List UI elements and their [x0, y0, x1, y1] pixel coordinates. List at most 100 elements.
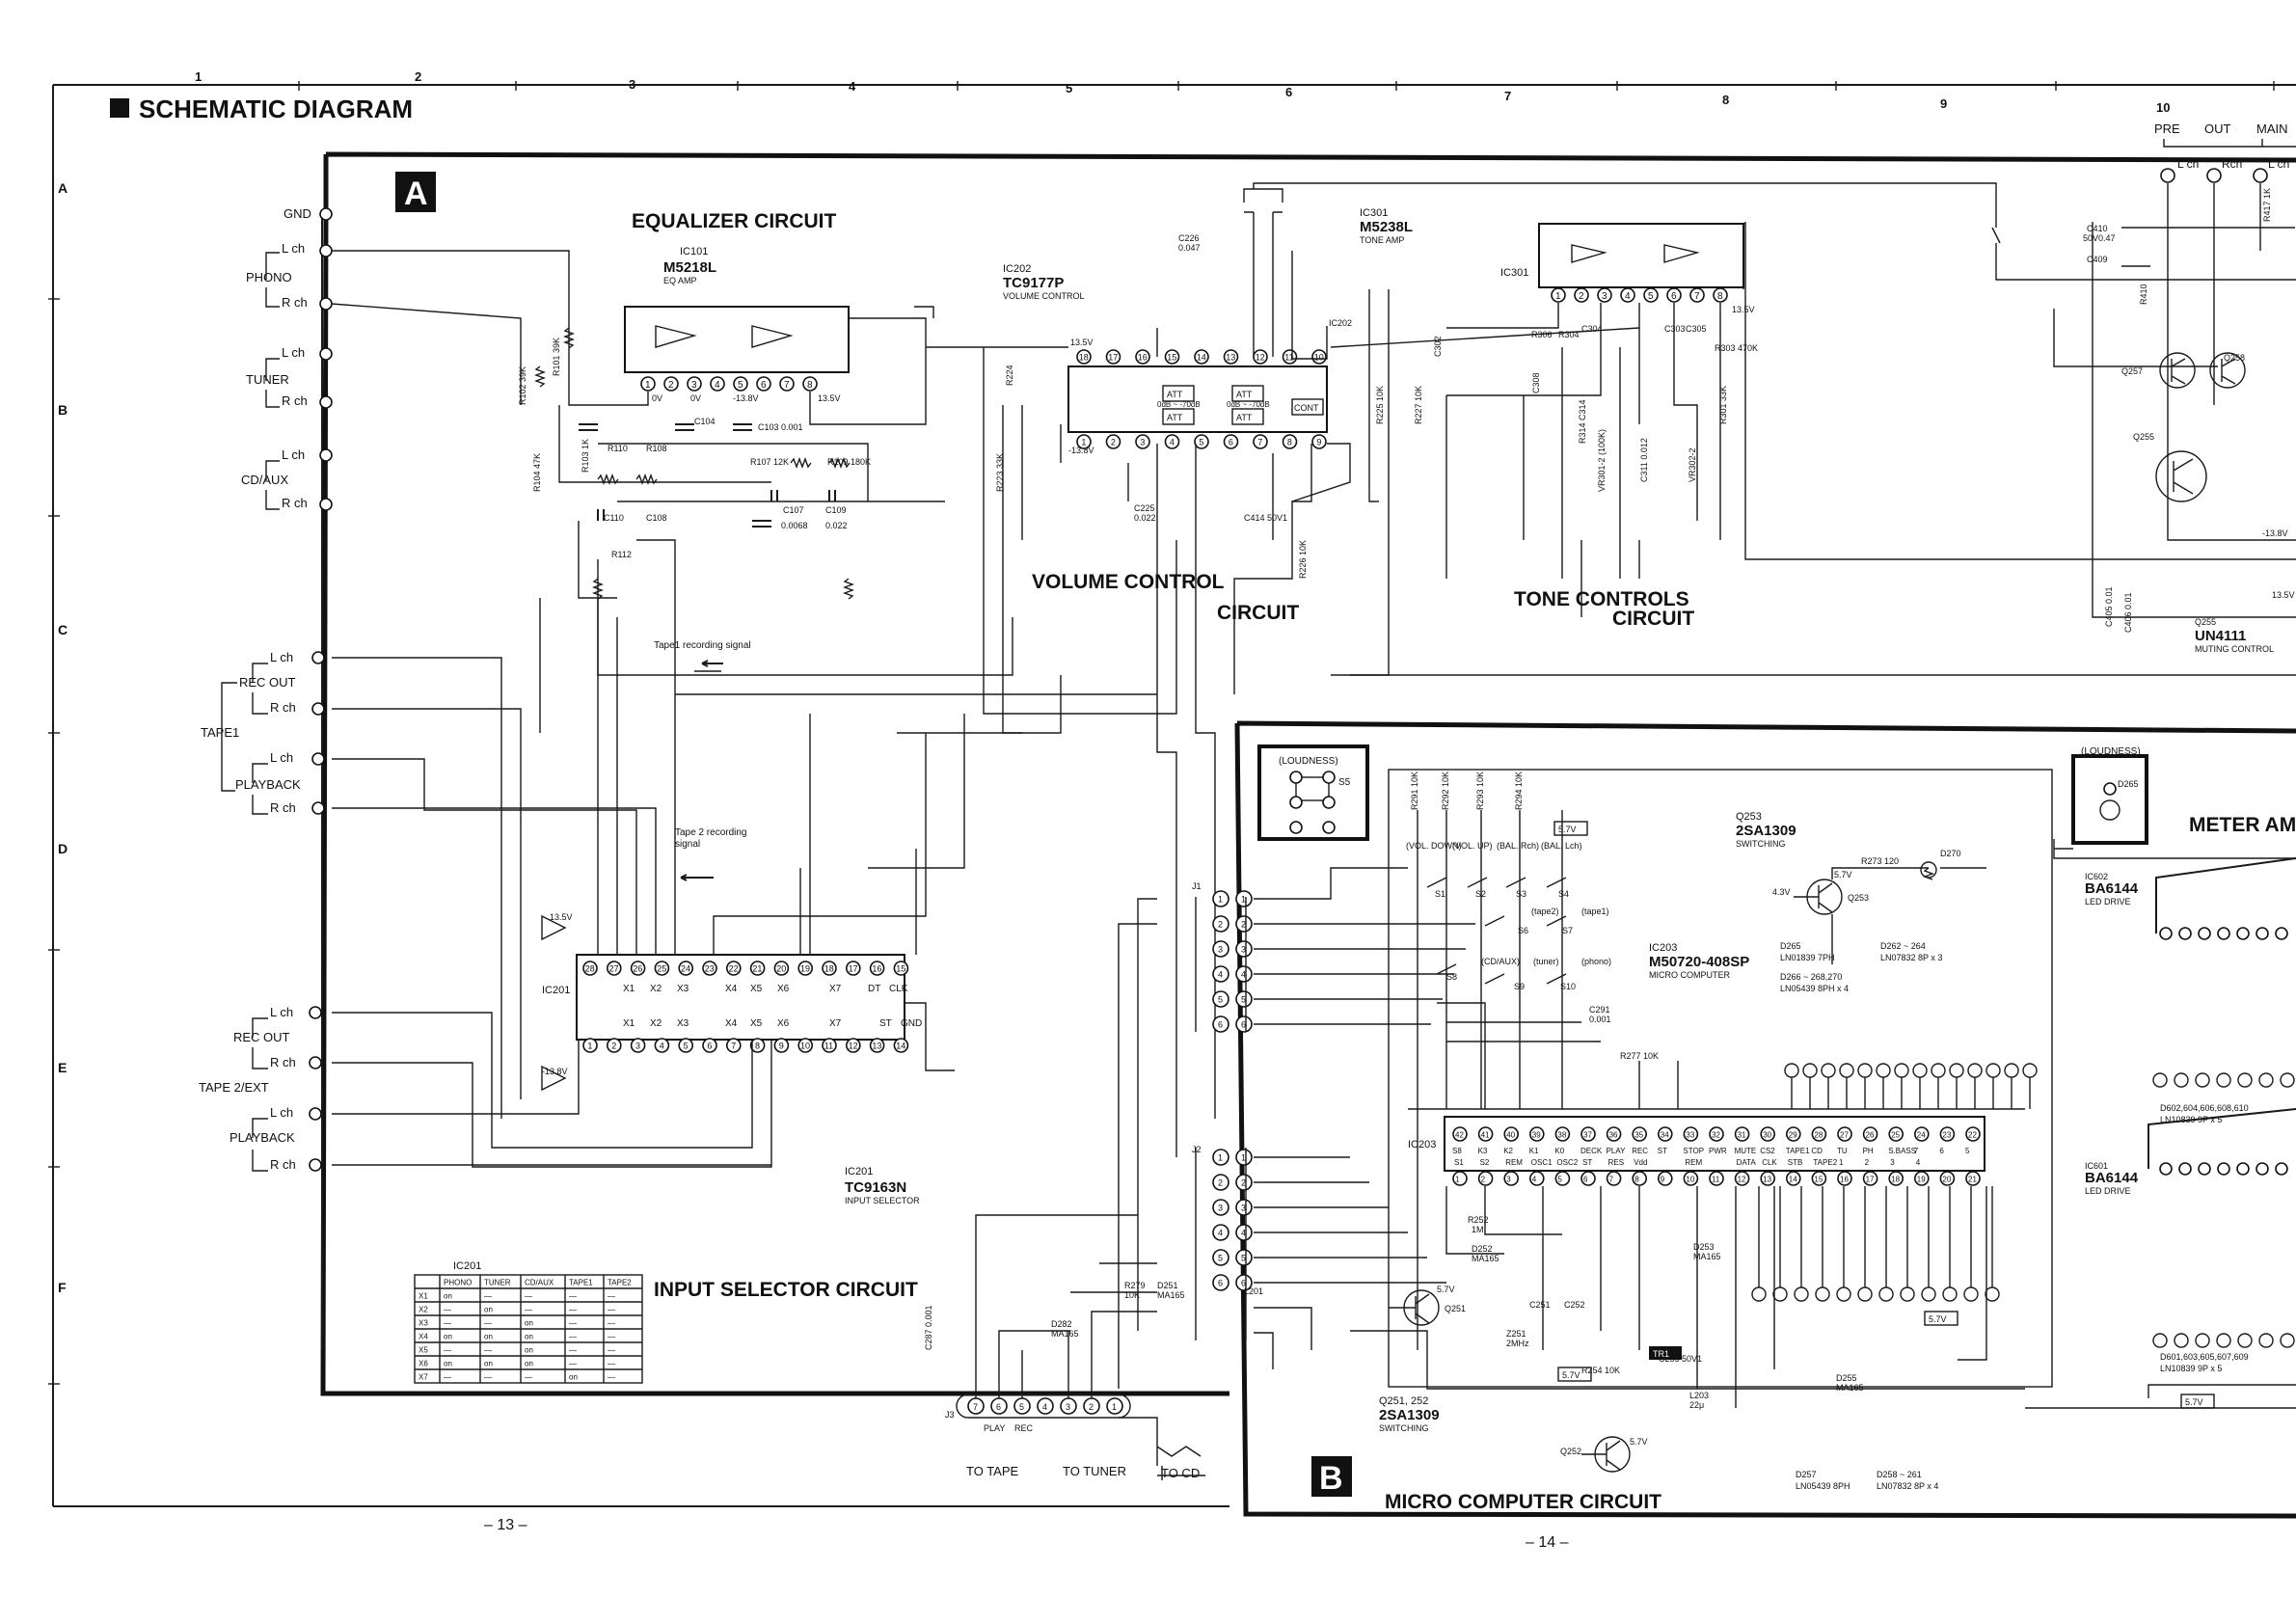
svg-text:D270: D270 — [1940, 849, 1961, 858]
ic203-top-pin-label: REC — [1632, 1147, 1648, 1155]
ic203-bottom-pin — [1529, 1171, 1545, 1186]
svg-text:0.0068: 0.0068 — [781, 521, 808, 530]
to-cd-label: TO CD — [1161, 1466, 1200, 1480]
ic203-top-pin-number: 35 — [1634, 1131, 1643, 1140]
svg-text:S1: S1 — [1435, 889, 1445, 899]
truth-table-cell: — — [569, 1292, 577, 1301]
col-9: 9 — [1940, 96, 1947, 111]
led-icon — [1921, 1286, 1936, 1302]
connector-wires — [1118, 867, 1475, 1389]
ic203-bottom-pin-label: 2 — [1865, 1158, 1870, 1167]
j2-pin-number: 4 — [1218, 1229, 1223, 1238]
ic202-bottom-pin-number: 3 — [1140, 438, 1145, 447]
svg-text:R291 10K: R291 10K — [1410, 771, 1419, 810]
truth-table-cell: X3 — [419, 1319, 428, 1328]
equalizer-circuit-title: EQUALIZER CIRCUIT — [632, 210, 837, 232]
led-icon — [1772, 1286, 1788, 1302]
ic202-desc: VOLUME CONTROL — [1003, 291, 1085, 301]
svg-text:X3: X3 — [677, 1018, 689, 1029]
led-icon — [1963, 1286, 1979, 1302]
ic203-top-pin — [1734, 1126, 1750, 1142]
svg-text:MA165: MA165 — [1157, 1290, 1185, 1300]
to-tape-label: TO TAPE — [966, 1464, 1019, 1478]
svg-text:5.7V: 5.7V — [1558, 825, 1577, 834]
j2-pin-number: 6 — [1241, 1279, 1246, 1288]
ic201-top-pin-number: 25 — [657, 964, 666, 974]
tone-wires — [1253, 182, 2296, 676]
ic203-top-pin-label: STOP — [1683, 1147, 1704, 1155]
svg-text:R279: R279 — [1124, 1281, 1146, 1290]
meter-led-icon — [2258, 1072, 2274, 1088]
j1-pin-number: 3 — [1241, 945, 1246, 955]
svg-text:X4: X4 — [725, 984, 738, 994]
ic203-bottom-pin-label: ST — [1582, 1158, 1592, 1167]
svg-text:C103 0.001: C103 0.001 — [758, 422, 803, 432]
ic202-top-pin-number: 14 — [1197, 353, 1206, 363]
ic203-top-pin — [1888, 1126, 1904, 1142]
svg-text:1M: 1M — [1472, 1225, 1484, 1234]
j1-pin — [1212, 890, 1229, 907]
truth-table-cell: — — [444, 1373, 451, 1382]
ic203-bottom-pin-number: 16 — [1840, 1176, 1849, 1184]
ic203-bottom-pin — [1683, 1171, 1699, 1186]
j1-pin — [1235, 990, 1253, 1008]
svg-text:8: 8 — [1717, 291, 1723, 302]
ic202-bottom-pin — [1223, 434, 1239, 449]
ic203-bottom-pin-label: STB — [1788, 1158, 1803, 1167]
ic202-bottom-pin-number: 2 — [1111, 438, 1116, 447]
svg-text:D255: D255 — [1836, 1373, 1857, 1383]
svg-text:ATT: ATT — [1167, 413, 1183, 422]
ic203-top-pin — [1452, 1126, 1468, 1142]
ic202-part: TC9177P — [1003, 275, 1064, 291]
svg-text:8: 8 — [807, 380, 813, 391]
svg-text:CLK: CLK — [889, 984, 908, 994]
ic601-ref: IC601 — [2085, 1161, 2108, 1171]
truth-table-cell: — — [569, 1306, 577, 1314]
svg-text:5.7V: 5.7V — [1562, 1370, 1580, 1380]
ic203-top-pin-number: 42 — [1455, 1131, 1464, 1140]
ic203-top-pin-label: S8 — [1452, 1147, 1462, 1155]
ic201-top-pin-number: 21 — [752, 964, 762, 974]
ic203-top-pin-number: 37 — [1583, 1131, 1592, 1140]
tape2-rec-rch-label: R ch — [270, 1055, 296, 1069]
svg-text:C110: C110 — [604, 513, 624, 523]
ic203-bottom-pin-number: 14 — [1789, 1176, 1797, 1184]
gnd-label: GND — [284, 206, 311, 221]
ic202-bottom-pin — [1194, 434, 1209, 449]
page-title: SCHEMATIC DIAGRAM — [139, 95, 413, 123]
ic203-top-pin — [1554, 1126, 1571, 1142]
svg-text:X3: X3 — [677, 984, 689, 994]
micro-bus-wires — [1350, 1061, 2025, 1408]
ic203-top-pin-label: TU — [1837, 1147, 1848, 1155]
truth-table-header: CD/AUX — [525, 1279, 554, 1287]
section-a-badge — [395, 172, 436, 212]
ic203-bottom-pin — [1709, 1171, 1724, 1186]
svg-text:0.047: 0.047 — [1178, 243, 1201, 253]
q258-transistor-icon — [2209, 352, 2246, 389]
gnd-terminal — [319, 207, 333, 221]
svg-text:X6: X6 — [777, 1018, 790, 1029]
led-icon — [1900, 1286, 1915, 1302]
ic202-bottom-pin — [1076, 434, 1092, 449]
meter-led-icon — [2280, 1072, 2295, 1088]
ic201-bottom-pin-number: 2 — [611, 1042, 616, 1051]
truth-table-cell: — — [444, 1306, 451, 1314]
col-3: 3 — [629, 77, 635, 92]
svg-text:L201: L201 — [1244, 1286, 1263, 1296]
ic203-bottom-pin-label: REM — [1685, 1158, 1702, 1167]
ic203-bottom-pin-number: 7 — [1609, 1176, 1614, 1184]
tape2-rec-rch-jack — [309, 1056, 322, 1069]
section-a-border — [320, 151, 2296, 1396]
svg-text:C107: C107 — [783, 505, 804, 515]
ic601-pin — [2178, 1162, 2192, 1176]
svg-text:0.022: 0.022 — [825, 521, 848, 530]
svg-text:C414 50V1: C414 50V1 — [1244, 513, 1287, 523]
ic203-bottom-pin-number: 17 — [1866, 1176, 1875, 1184]
q253-transistor-icon: Q253 4.3V 5.7V — [1772, 870, 1869, 915]
meter-led-icon — [2152, 1072, 2168, 1088]
ic201-top-pin — [845, 961, 861, 976]
led-icon — [2022, 1063, 2038, 1078]
phono-label: PHONO — [246, 270, 292, 284]
